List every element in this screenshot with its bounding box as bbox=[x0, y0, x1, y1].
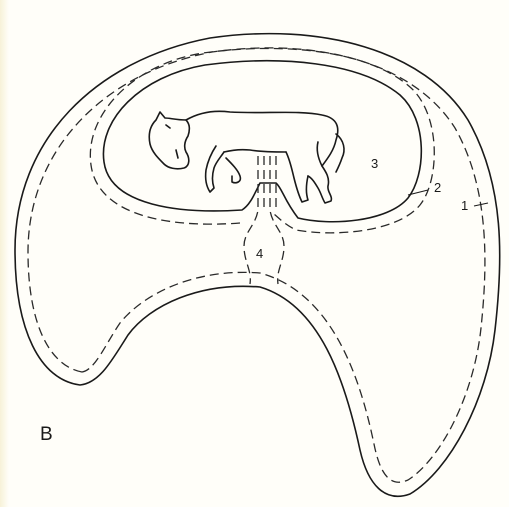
label-3: 3 bbox=[371, 156, 378, 171]
amnion-outline bbox=[103, 61, 421, 222]
umbilical-stalk-right bbox=[270, 156, 284, 284]
chorion-wavy-outline bbox=[15, 34, 500, 497]
label-2: 2 bbox=[434, 180, 441, 195]
embryo-foal-outline bbox=[149, 111, 344, 203]
label-1: 1 bbox=[461, 198, 468, 213]
panel-letter: B bbox=[40, 424, 53, 445]
umbilical-stalk-left bbox=[244, 156, 258, 284]
amnion-outer-dashed-layer bbox=[90, 48, 434, 232]
label-4: 4 bbox=[256, 246, 263, 261]
